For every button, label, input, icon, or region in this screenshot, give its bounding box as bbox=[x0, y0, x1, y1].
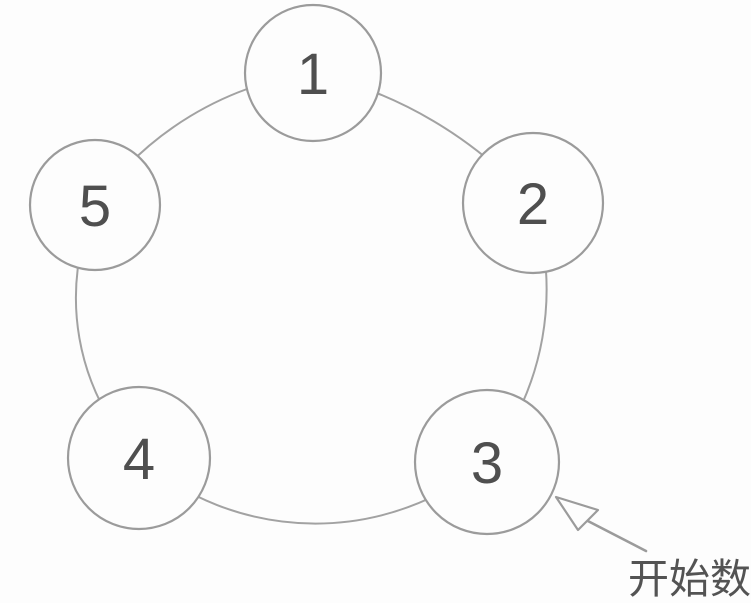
node-4: 4 bbox=[66, 385, 212, 531]
start-arrow bbox=[554, 495, 648, 553]
start-arrow-shaft bbox=[582, 517, 648, 553]
node-1: 1 bbox=[243, 3, 383, 143]
node-1-label: 1 bbox=[297, 42, 329, 107]
node-2-circle bbox=[461, 131, 605, 275]
node-4-circle bbox=[66, 385, 212, 531]
start-caption: 开始数 bbox=[628, 556, 751, 602]
start-arrow-head-icon bbox=[554, 495, 600, 532]
node-5-label: 5 bbox=[79, 174, 111, 239]
node-3: 3 bbox=[413, 388, 561, 536]
node-3-circle bbox=[413, 388, 561, 536]
node-2: 2 bbox=[461, 131, 605, 275]
node-5: 5 bbox=[28, 138, 162, 272]
node-3-label: 3 bbox=[471, 431, 503, 496]
node-5-circle bbox=[28, 138, 162, 272]
node-1-circle bbox=[243, 3, 383, 143]
node-4-label: 4 bbox=[123, 427, 155, 492]
node-2-label: 2 bbox=[517, 172, 549, 237]
